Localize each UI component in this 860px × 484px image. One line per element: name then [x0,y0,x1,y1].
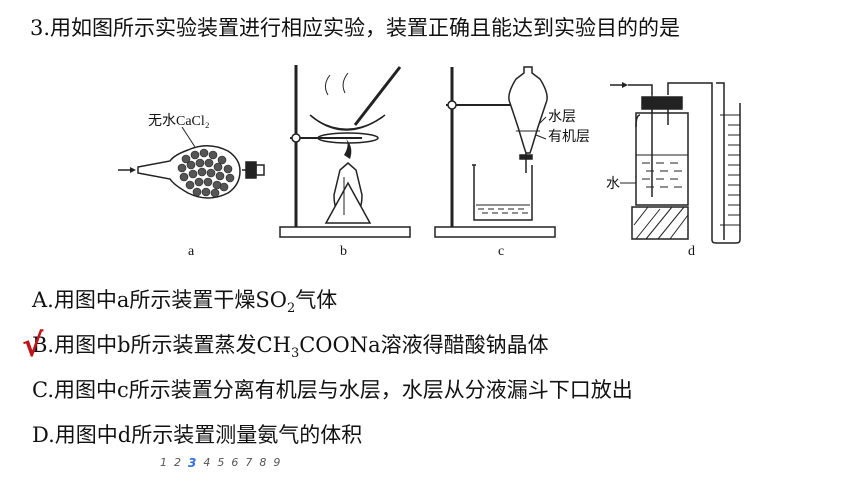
option-b-suffix: COONa溶液得醋酸钠晶体 [299,333,549,357]
page-link-1[interactable]: 1 [160,456,167,469]
option-a-suffix: 气体 [295,288,338,312]
label-a: a [188,244,195,259]
option-b-text: B.用图中b所示装置蒸发CH [32,333,291,357]
apparatus-diagram: 无水CaCl₂ a b 水层 有机层 c [118,65,741,259]
label-d: d [688,244,695,259]
gas-measurement-setup-d [610,82,741,244]
page-link-3[interactable]: 3 [188,456,197,470]
option-b[interactable]: B.用图中b所示装置蒸发CH3COONa溶液得醋酸钠晶体 [32,329,549,361]
page-link-4[interactable]: 4 [203,456,211,469]
label-c: c [498,244,504,259]
apparatus-figure: 无水CaCl₂ a b 水层 有机层 c [100,55,760,270]
cacl2-label: 无水CaCl₂ [148,113,210,129]
water-label: 水 [606,176,620,192]
label-b: b [340,244,347,259]
option-d[interactable]: D.用图中d所示装置测量氨气的体积 [32,423,363,447]
cacl2-granules [177,148,235,198]
evaporation-setup-b [279,65,411,238]
page-link-9[interactable]: 9 [273,456,281,469]
page-navigation: 1 2 3 4 5 6 7 8 9 [160,456,280,470]
correct-answer-check-icon: √ [22,326,44,364]
organic-layer-label: 有机层 [548,129,590,145]
option-a-text: A.用图中a所示装置干燥SO [32,288,287,312]
water-layer-label: 水层 [548,109,576,125]
page-link-2[interactable]: 2 [174,456,181,469]
page-link-6[interactable]: 6 [231,456,239,469]
option-a[interactable]: A.用图中a所示装置干燥SO2气体 [32,284,337,316]
page-link-5[interactable]: 5 [217,456,225,469]
option-c[interactable]: C.用图中c所示装置分离有机层与水层，水层从分液漏斗下口放出 [32,378,633,402]
page-link-7[interactable]: 7 [245,456,253,469]
page-link-8[interactable]: 8 [259,456,267,469]
option-a-subscript: 2 [286,301,296,317]
separation-setup-c [434,66,556,238]
drying-tube-a [118,145,265,199]
cacl2-pointer [181,126,196,148]
question-text: 3.用如图所示实验装置进行相应实验，装置正确且能达到实验目的的是 [30,16,681,40]
option-b-subscript: 3 [290,346,300,362]
